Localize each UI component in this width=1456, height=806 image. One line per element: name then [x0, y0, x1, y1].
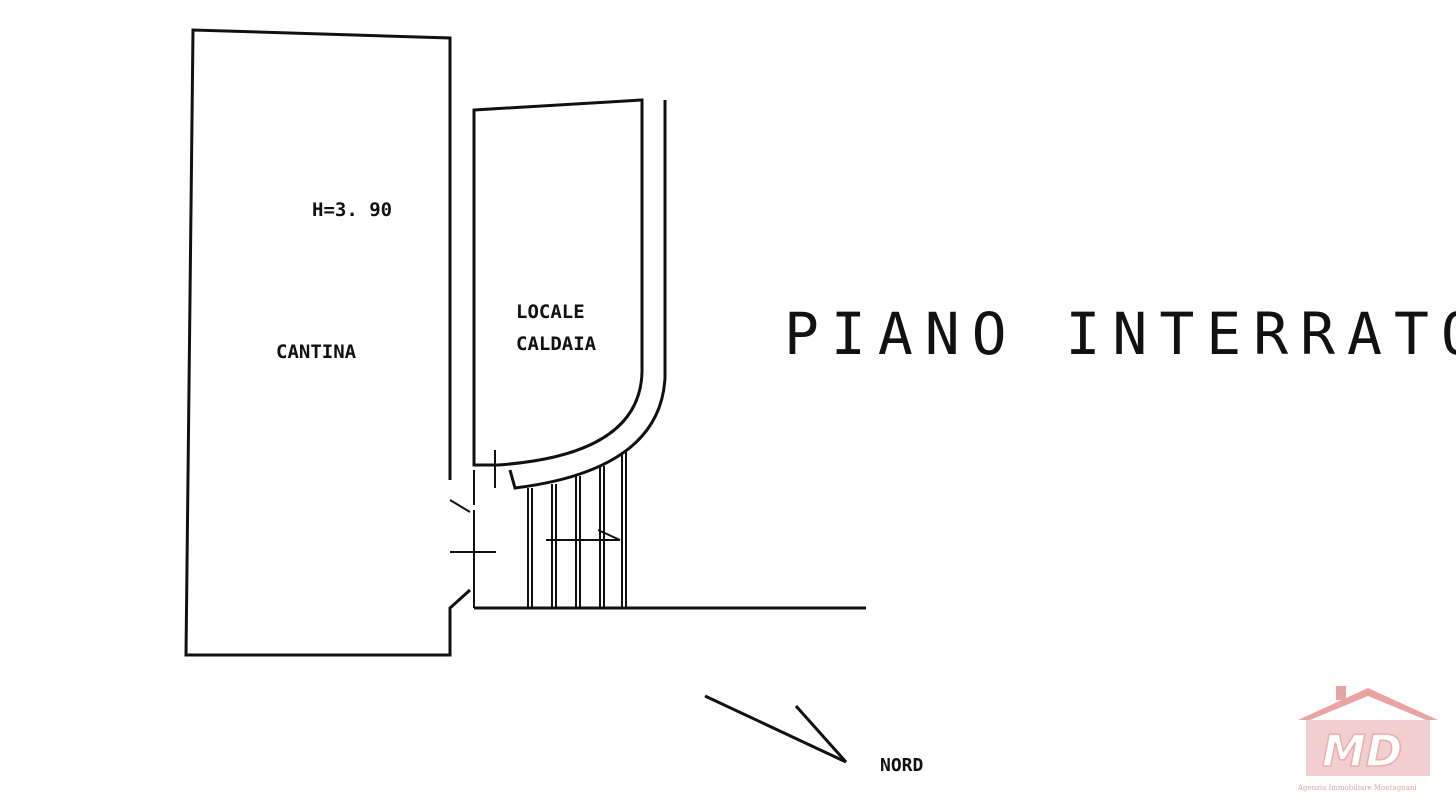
north-label: NORD	[880, 755, 924, 776]
north-arrow	[704, 694, 848, 764]
locale-caldaia-room	[472, 98, 667, 505]
logo-chimney-shape	[1336, 686, 1346, 700]
logo-letters: MD	[1322, 726, 1402, 777]
locale-caldaia-label-line2: CALDAIA	[516, 333, 597, 355]
cantina-room	[184, 28, 472, 657]
staircase	[474, 452, 866, 610]
floor-title: PIANO INTERRATO	[784, 300, 1456, 368]
cantina-height-note: H=3. 90	[312, 199, 392, 221]
logo-body-shape	[1306, 720, 1430, 776]
logo-roof-shape	[1298, 688, 1438, 720]
logo-tagline: Agenzia Immobiliare Montagnani	[1297, 784, 1417, 792]
locale-caldaia-label-line1: LOCALE	[516, 301, 585, 323]
passage	[450, 510, 496, 608]
cantina-label: CANTINA	[276, 341, 357, 363]
agency-logo: MD Agenzia Immobiliare Montagnani	[1297, 686, 1438, 792]
